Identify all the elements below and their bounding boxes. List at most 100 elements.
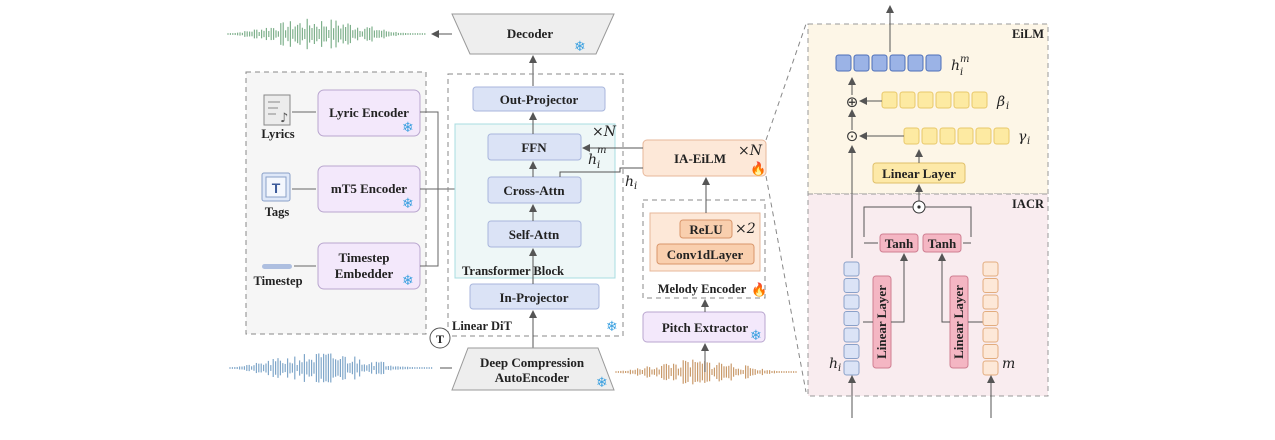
vector-cell [971, 91, 988, 109]
transformer-block-label: Transformer Block [462, 264, 564, 278]
svg-text:Lyric Encoder: Lyric Encoder [329, 105, 409, 120]
vector-cell [993, 127, 1010, 145]
svg-text:Pitch Extractor: Pitch Extractor [662, 320, 749, 335]
vector-cell [843, 327, 860, 343]
vector-cell [871, 54, 888, 72]
mt5-encoder-box: mT5 Encoder ❄ [317, 165, 421, 213]
h-sub-i-right: i [960, 67, 963, 78]
snowflake-icon: ❄ [596, 375, 608, 391]
conv1d-box: Conv1dLayer [656, 243, 755, 265]
tanh-box-2: Tanh [922, 233, 962, 253]
cross-attn-box: Cross-Attn [487, 176, 582, 204]
h-i-m-label: h [588, 152, 597, 168]
fire-icon: 🔥 [750, 161, 766, 177]
music-document-icon: ♪ [263, 94, 291, 126]
linear-dit-label: Linear DiT [452, 319, 513, 333]
times-n-label: ×N [592, 124, 617, 140]
vector-cell [843, 360, 860, 376]
snowflake-icon: ❄ [750, 328, 762, 344]
svg-text:♪: ♪ [280, 111, 288, 126]
decoder-block: Decoder ❄ [451, 13, 615, 55]
h-i-vector [843, 261, 860, 376]
vector-cell [843, 311, 860, 326]
timestep-embedder-box: Timestep Embedder ❄ [317, 242, 421, 290]
vector-cell [921, 127, 938, 145]
beta-sub: i [1006, 101, 1009, 112]
h-i-input-label: h [829, 356, 838, 372]
melody-encoder-label: Melody Encoder [658, 282, 747, 296]
linear-dit-panel [447, 73, 624, 337]
lyric-encoder-box: Lyric Encoder ❄ [317, 89, 421, 137]
linear-layer-box: Linear Layer [872, 162, 966, 184]
gamma-sub: i [1027, 136, 1030, 147]
vector-cell [982, 344, 999, 359]
svg-text:In-Projector: In-Projector [499, 290, 568, 305]
vector-cell [843, 278, 860, 293]
beta-label: β [996, 94, 1005, 110]
vector-cell [975, 127, 992, 145]
in-projector-box: In-Projector [469, 283, 600, 310]
svg-text:mT5 Encoder: mT5 Encoder [331, 181, 407, 196]
linear-layer-vertical-1: Linear Layer [872, 275, 892, 369]
svg-text:Tanh: Tanh [885, 236, 914, 251]
svg-text:Cross-Attn: Cross-Attn [503, 183, 565, 198]
vector-cell [982, 294, 999, 310]
snowflake-icon: ❄ [402, 196, 414, 212]
output-waveform [227, 18, 426, 50]
iacr-label: IACR [1012, 197, 1045, 211]
melody-waveform [615, 359, 797, 385]
vector-cell [982, 327, 999, 343]
h-i-m-vector [835, 54, 942, 72]
beta-vector [881, 91, 988, 109]
svg-text:IA-EiLM: IA-EiLM [674, 151, 726, 166]
svg-text:ReLU: ReLU [689, 222, 723, 237]
vector-cell [925, 54, 942, 72]
svg-text:T: T [272, 180, 281, 196]
vector-cell [982, 360, 999, 376]
tags-label: Tags [265, 205, 290, 219]
vector-cell [881, 91, 898, 109]
times-2-label: ×2 [735, 221, 756, 237]
vector-cell [982, 261, 999, 277]
vector-cell [843, 344, 860, 359]
vector-cell [843, 261, 860, 277]
h-sub-i: i [597, 160, 600, 171]
svg-text:Deep Compression: Deep Compression [480, 355, 585, 370]
times-n-label-2: ×N [738, 143, 763, 159]
vector-cell [982, 278, 999, 293]
vector-cell [853, 54, 870, 72]
vector-cell [899, 91, 916, 109]
svg-text:Conv1dLayer: Conv1dLayer [667, 247, 744, 262]
svg-text:Tanh: Tanh [928, 236, 957, 251]
out-projector-box: Out-Projector [472, 86, 606, 112]
svg-text:FFN: FFN [521, 140, 547, 155]
gamma-vector [903, 127, 1010, 145]
vector-cell [843, 294, 860, 310]
svg-text:Embedder: Embedder [335, 266, 394, 281]
tanh-box-1: Tanh [879, 233, 919, 253]
ia-eilm-box: IA-EiLM 🔥 [642, 139, 767, 177]
svg-text:T: T [436, 332, 444, 346]
vector-cell [917, 91, 934, 109]
linear-layer-vertical-2: Linear Layer [949, 275, 969, 369]
snowflake-icon: ❄ [574, 39, 586, 55]
lyrics-label: Lyrics [261, 127, 294, 141]
svg-text:Linear Layer: Linear Layer [882, 166, 956, 181]
fire-icon: 🔥 [751, 282, 767, 298]
add-operator-icon: ⊕ [846, 93, 859, 111]
vector-cell [903, 127, 920, 145]
h-i-m-right: h [951, 58, 960, 74]
h-i-sub: i [634, 181, 637, 192]
vector-cell [889, 54, 906, 72]
svg-text:AutoEncoder: AutoEncoder [495, 370, 570, 385]
multiply-operator-icon: ⊙ [846, 127, 859, 145]
m-label: m [1002, 356, 1015, 372]
ffn-box: FFN [487, 133, 582, 161]
relu-box: ReLU [679, 219, 733, 239]
vector-cell [835, 54, 852, 72]
pitch-extractor-box: Pitch Extractor ❄ [642, 311, 766, 344]
h-i-input-sub: i [838, 363, 841, 374]
snowflake-icon: ❄ [402, 273, 414, 289]
snowflake-icon: ❄ [606, 319, 618, 335]
